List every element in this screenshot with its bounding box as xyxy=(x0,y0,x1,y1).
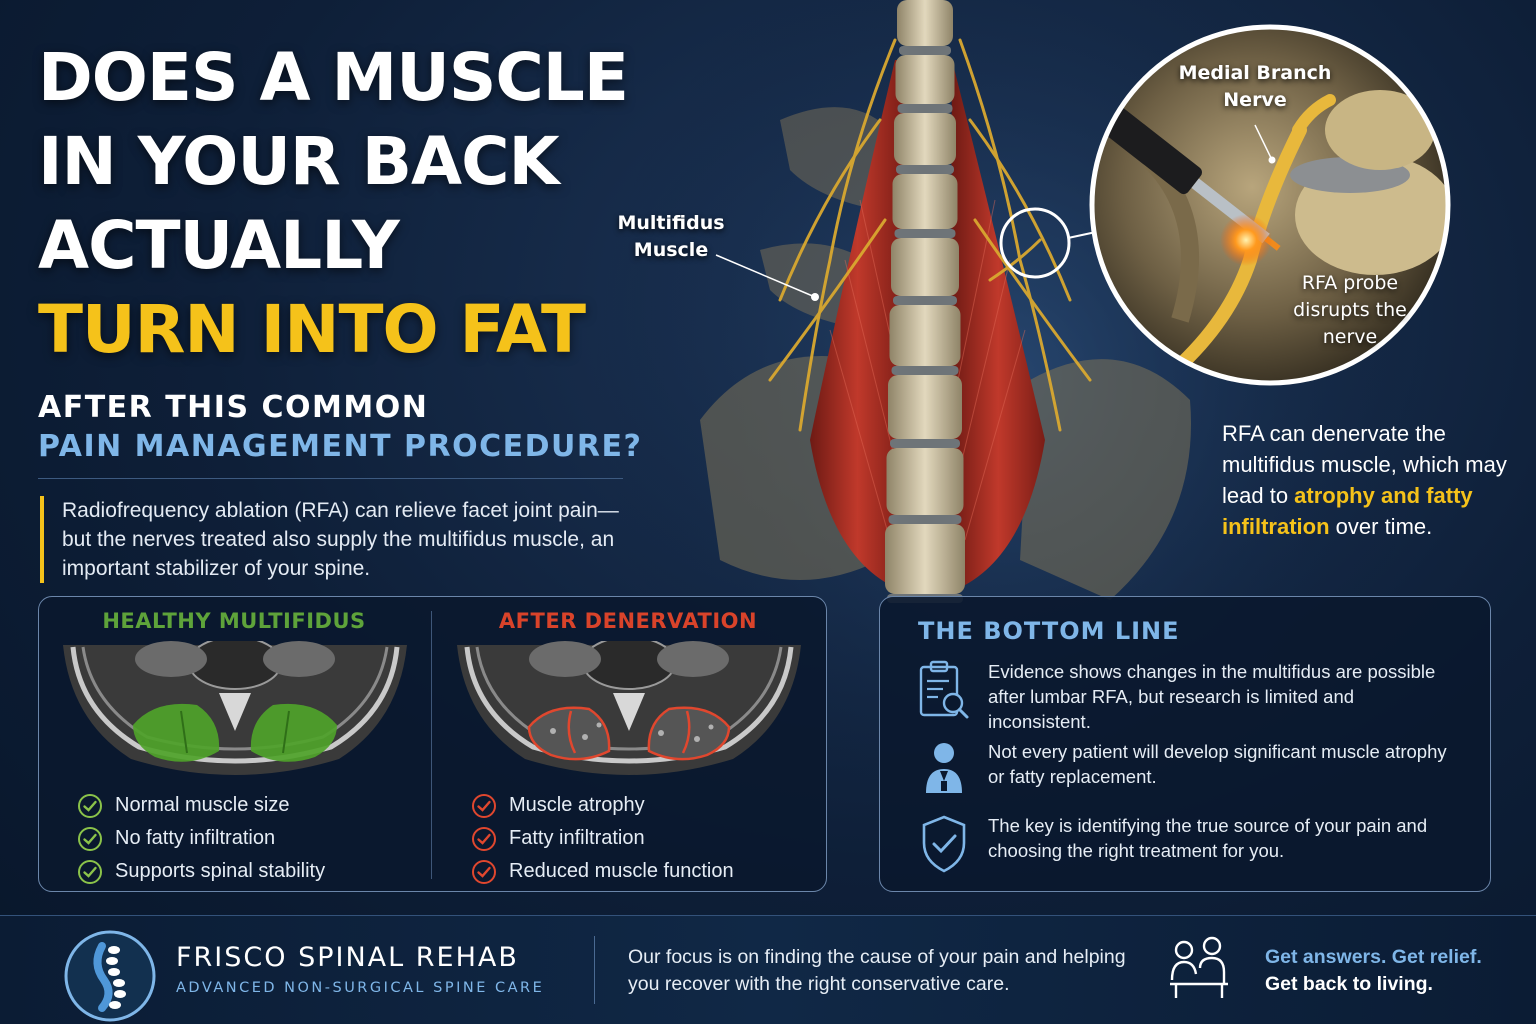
medial-branch-label-line1: Medial Branch xyxy=(1178,62,1332,84)
intervertebral-disc xyxy=(893,296,957,305)
subheadline-1: AFTER THIS COMMON xyxy=(38,390,429,425)
vertebra xyxy=(894,113,956,165)
bottom-line-panel: THE BOTTOM LINE Evidence shows changes i… xyxy=(879,596,1491,892)
subheadline-2: PAIN MANAGEMENT PROCEDURE? xyxy=(38,429,643,464)
check-circle-icon xyxy=(472,859,496,884)
bottom-line-title: THE BOTTOM LINE xyxy=(918,617,1180,645)
footer: FRISCO SPINAL REHAB ADVANCED NON-SURGICA… xyxy=(0,915,1536,1024)
vertebra xyxy=(897,0,953,46)
denervated-title: AFTER DENERVATION xyxy=(498,609,758,633)
vertebra xyxy=(892,174,958,229)
brand-name: FRISCO SPINAL REHAB xyxy=(176,942,519,973)
vertebra xyxy=(895,55,955,104)
rfa-probe-callout: RFA probe disrupts the nerve xyxy=(1272,270,1428,351)
healthy-item-text: Supports spinal stability xyxy=(115,860,326,882)
denervated-column: AFTER DENERVATION Muscle atrophy xyxy=(433,597,823,893)
check-circle-icon xyxy=(78,826,102,851)
headline-line-4: TURN INTO FAT xyxy=(38,291,586,368)
footer-divider xyxy=(594,936,595,1004)
brand-tagline: ADVANCED NON-SURGICAL SPINE CARE xyxy=(176,980,545,996)
intervertebral-disc xyxy=(890,439,960,448)
rfa-note: RFA can denervate the multifidus muscle,… xyxy=(1222,418,1522,542)
denervated-item-text: Reduced muscle function xyxy=(509,860,734,882)
multifidus-label-line1: Multifidus xyxy=(617,212,725,234)
shield-check-icon xyxy=(922,815,966,873)
intervertebral-disc xyxy=(894,229,956,238)
vertebra xyxy=(886,448,964,515)
bottom-line-text: Not every patient will develop significa… xyxy=(988,741,1447,787)
intervertebral-disc xyxy=(896,165,954,174)
headline: DOES A MUSCLE IN YOUR BACK ACTUALLY TURN… xyxy=(38,36,658,479)
denervated-item-text: Fatty infiltration xyxy=(509,827,645,849)
check-circle-icon xyxy=(78,859,102,884)
spine-logo-icon xyxy=(64,930,156,1022)
vertebra xyxy=(889,305,961,366)
consultation-icon xyxy=(1170,936,1228,998)
denervated-item: Fatty infiltration xyxy=(471,822,734,855)
rfa-note-text-end: over time. xyxy=(1329,514,1433,539)
bottom-line-item: The key is identifying the true source o… xyxy=(916,813,1476,893)
rfa-note-highlight: atrophy and fatty infiltration xyxy=(1222,483,1473,539)
denervated-mri-image xyxy=(457,641,801,775)
bottom-line-item: Evidence shows changes in the multifidus… xyxy=(916,659,1476,739)
headline-divider xyxy=(38,478,623,479)
healthy-item: No fatty infiltration xyxy=(77,822,325,855)
intro-paragraph: Radiofrequency ablation (RFA) can reliev… xyxy=(40,496,630,583)
probe-label-line1: RFA probe xyxy=(1301,272,1399,294)
healthy-item: Supports spinal stability xyxy=(77,855,325,888)
clipboard-search-icon xyxy=(919,660,969,719)
healthy-item-text: No fatty infiltration xyxy=(115,827,276,849)
footer-focus-text: Our focus is on finding the cause of you… xyxy=(628,946,1126,995)
intervertebral-disc xyxy=(888,515,962,524)
check-circle-icon xyxy=(472,826,496,851)
headline-line-1: DOES A MUSCLE xyxy=(38,39,629,116)
probe-label-line2: disrupts the xyxy=(1293,299,1407,321)
cta-line-1: Get answers. Get relief. xyxy=(1265,946,1482,968)
headline-line-2: IN YOUR BACK xyxy=(38,123,560,200)
healthy-mri-image xyxy=(63,641,407,775)
denervated-item-text: Muscle atrophy xyxy=(509,794,645,816)
intervertebral-disc xyxy=(897,104,953,113)
vertebra xyxy=(888,375,962,439)
rfa-note-text: RFA can denervate the multifidus muscle,… xyxy=(1222,421,1507,508)
bottom-line-item: Not every patient will develop significa… xyxy=(916,739,1476,819)
multifidus-callout: Multifidus Muscle xyxy=(596,210,746,264)
bottom-line-text: Evidence shows changes in the multifidus… xyxy=(988,661,1436,732)
healthy-list: Normal muscle size No fatty infiltration… xyxy=(77,789,325,888)
healthy-item: Normal muscle size xyxy=(77,789,325,822)
check-circle-icon xyxy=(472,793,496,818)
denervated-list: Muscle atrophy Fatty infiltration Reduce… xyxy=(471,789,734,888)
intervertebral-disc xyxy=(891,366,959,375)
bottom-line-text: The key is identifying the true source o… xyxy=(988,815,1428,861)
comparison-divider xyxy=(431,611,432,879)
multifidus-label-line2: Muscle xyxy=(633,239,709,261)
probe-label-line3: nerve xyxy=(1322,326,1378,348)
patient-icon xyxy=(926,743,962,793)
headline-line-3: ACTUALLY xyxy=(38,207,400,284)
check-circle-icon xyxy=(78,793,102,818)
vertebra xyxy=(885,524,965,594)
healthy-column: HEALTHY MULTIFIDUS Normal muscle size No… xyxy=(39,597,429,893)
healthy-item-text: Normal muscle size xyxy=(115,794,290,816)
denervated-item: Reduced muscle function xyxy=(471,855,734,888)
vertebra xyxy=(891,238,959,296)
medial-branch-callout: Medial Branch Nerve xyxy=(1170,60,1340,114)
healthy-title: HEALTHY MULTIFIDUS xyxy=(102,609,366,633)
cta-line-2: Get back to living. xyxy=(1265,973,1433,995)
denervated-item: Muscle atrophy xyxy=(471,789,734,822)
intervertebral-disc xyxy=(899,46,951,55)
medial-branch-label-line2: Nerve xyxy=(1223,89,1287,111)
comparison-panel: HEALTHY MULTIFIDUS Normal muscle size No… xyxy=(38,596,827,892)
